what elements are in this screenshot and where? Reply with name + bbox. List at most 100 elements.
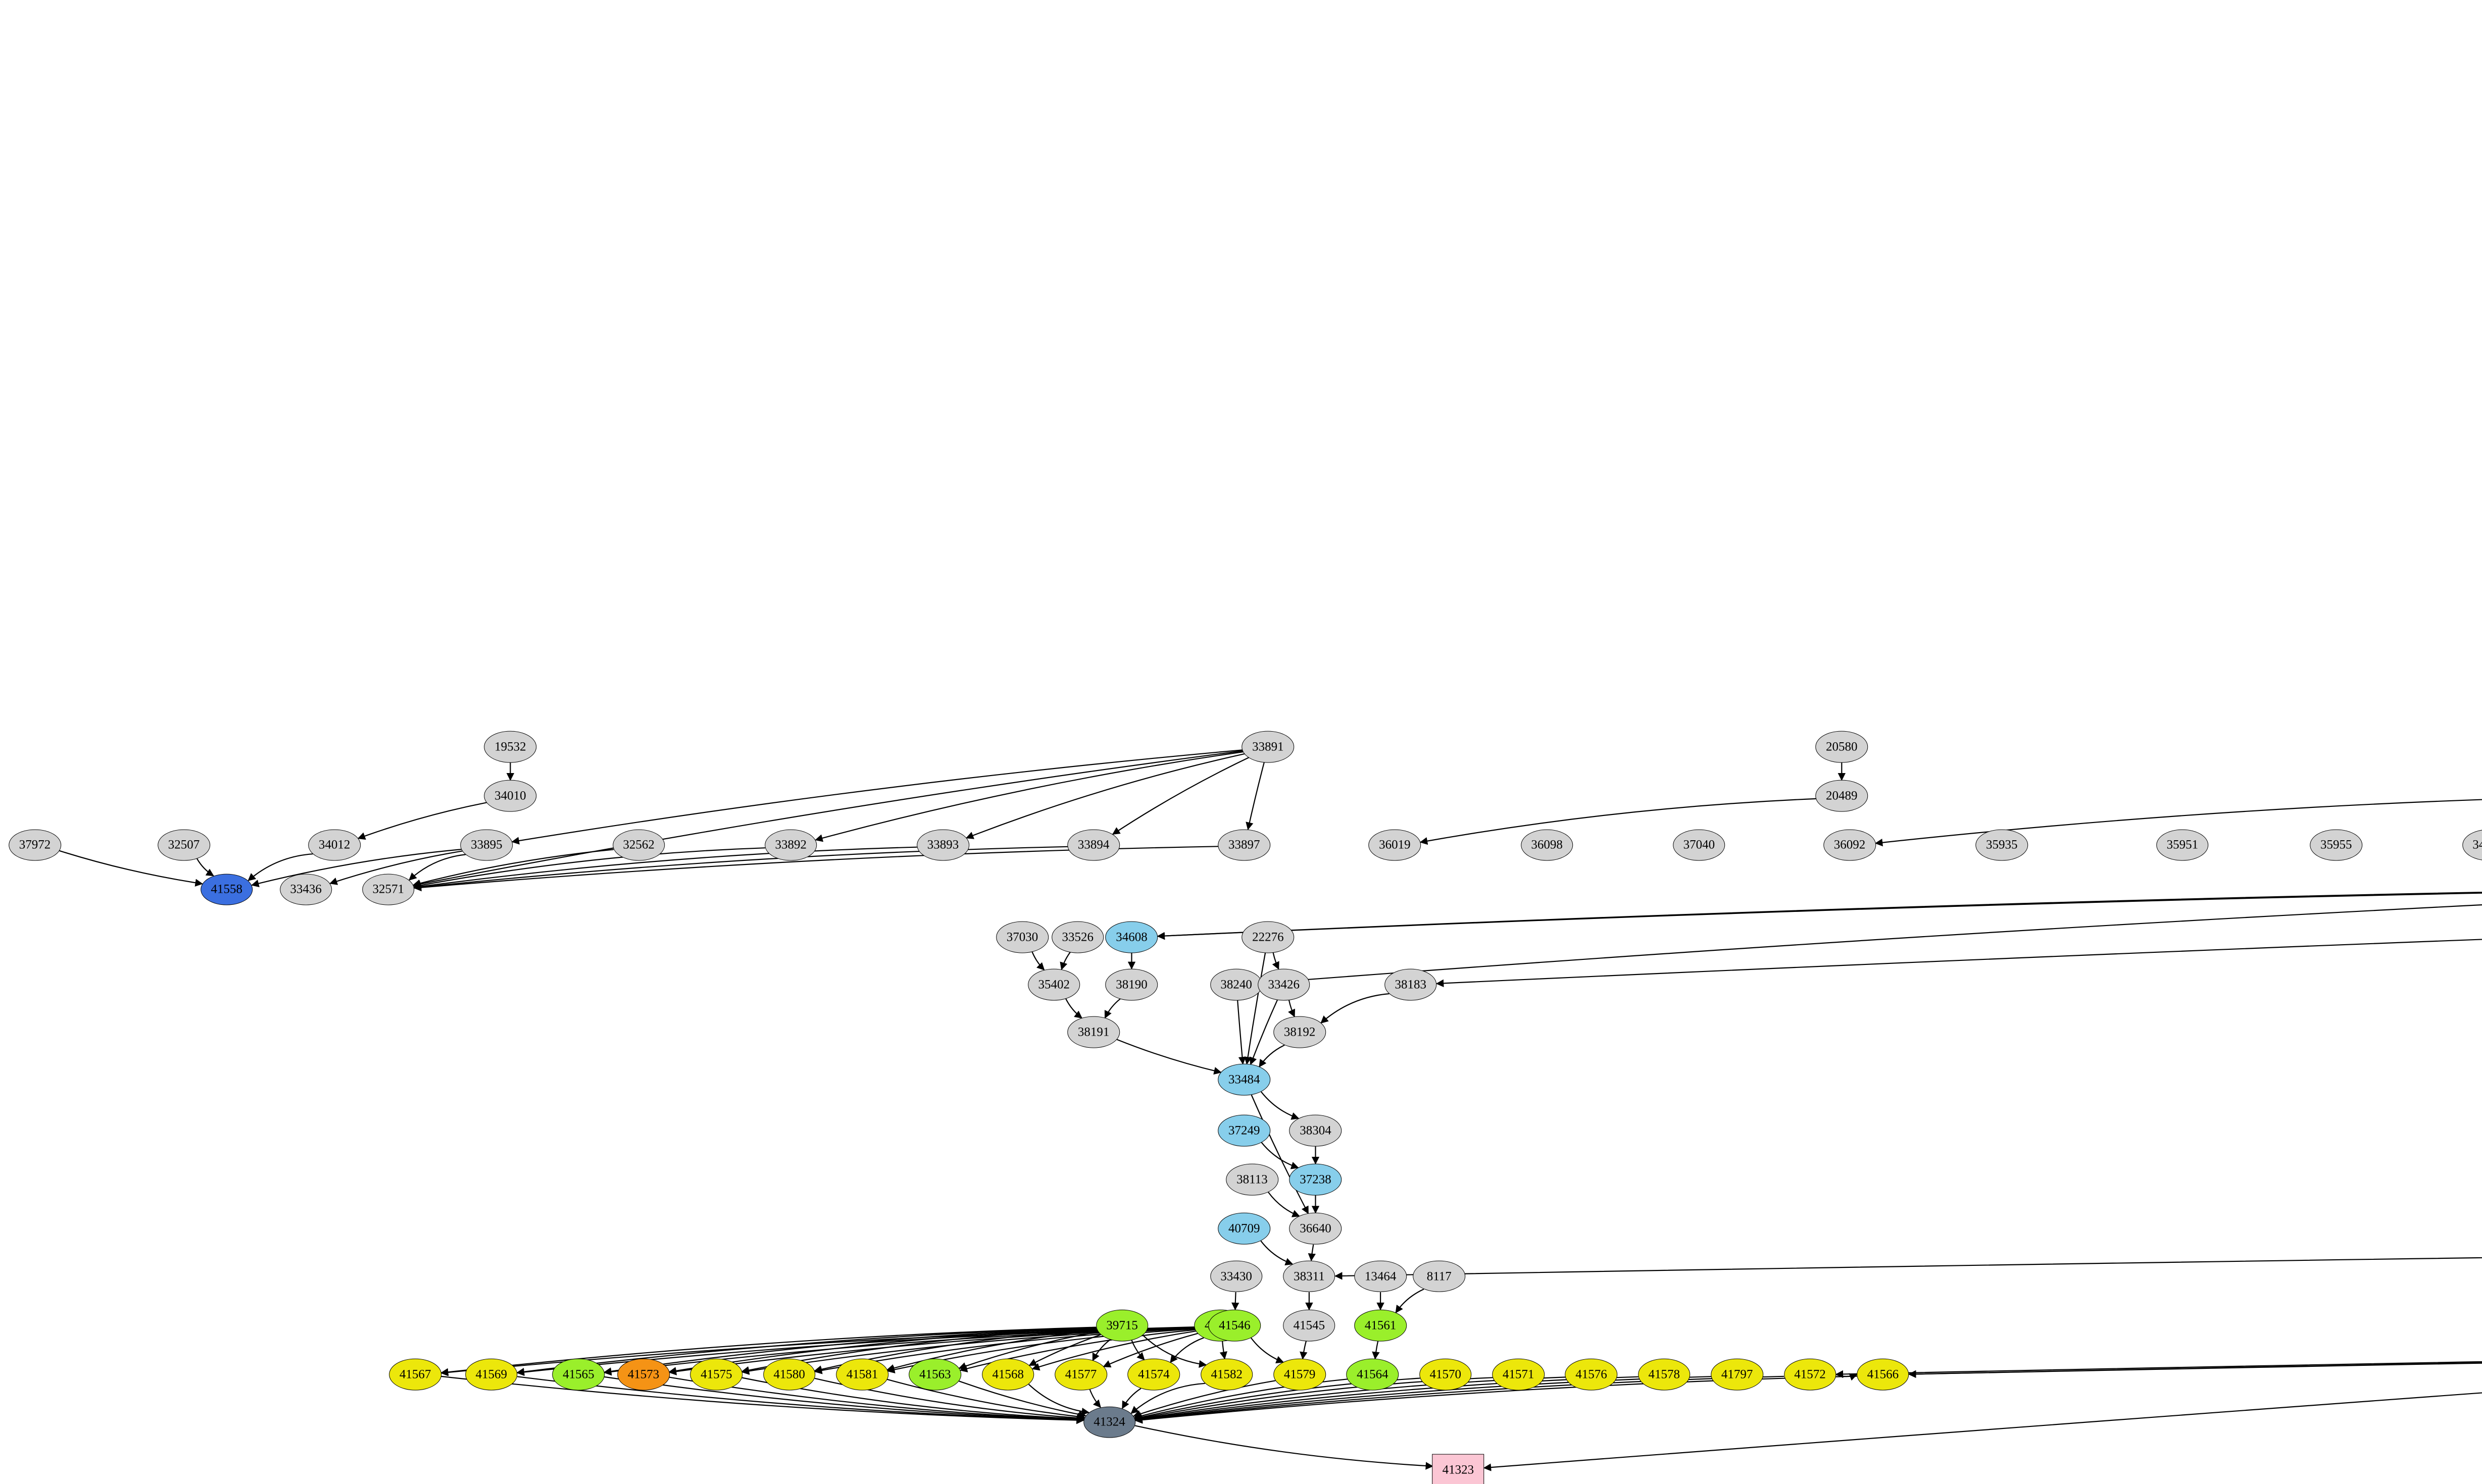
graph-node[interactable]: 34012 (308, 829, 361, 861)
graph-node[interactable]: 35402 (1027, 968, 1080, 1001)
graph-edge (1320, 993, 1389, 1024)
graph-node[interactable]: 35951 (2156, 829, 2209, 861)
graph-node[interactable]: 8117 (1413, 1260, 1466, 1293)
graph-node[interactable]: 41578 (1638, 1358, 1691, 1391)
node-label: 35935 (1985, 838, 2018, 852)
graph-node[interactable]: 41564 (1346, 1358, 1399, 1391)
graph-node[interactable]: 38191 (1067, 1016, 1120, 1048)
graph-node[interactable]: 33894 (1067, 829, 1120, 861)
graph-edge (1308, 1244, 1316, 1261)
node-label: 41568 (992, 1367, 1024, 1381)
graph-edge (1250, 1337, 1284, 1363)
graph-node[interactable]: 38192 (1273, 1016, 1326, 1048)
graph-node[interactable]: 34426 (2462, 829, 2482, 861)
graph-node[interactable]: 20489 (1815, 780, 1868, 812)
graph-node[interactable]: 33436 (279, 874, 332, 905)
graph-node[interactable]: 41546 (1208, 1309, 1261, 1342)
graph-node[interactable]: 41324 (1083, 1406, 1136, 1438)
graph-edge (1300, 1341, 1308, 1360)
graph-node[interactable]: 41569 (465, 1358, 518, 1391)
graph-node[interactable]: 20580 (1815, 731, 1868, 763)
graph-node[interactable]: 41575 (690, 1358, 743, 1391)
graph-node[interactable]: 41561 (1354, 1309, 1407, 1342)
node-label: 39715 (1106, 1318, 1138, 1333)
graph-node[interactable]: 33891 (1242, 731, 1295, 763)
graph-node[interactable]: 41545 (1283, 1309, 1335, 1342)
node-label: 41579 (1283, 1367, 1316, 1381)
graph-node[interactable]: 37249 (1218, 1114, 1271, 1147)
graph-node[interactable]: 13464 (1354, 1260, 1407, 1293)
graph-node[interactable]: 41323 (1432, 1454, 1484, 1484)
graph-node[interactable]: 38240 (1210, 968, 1263, 1001)
graph-node[interactable]: 37030 (996, 921, 1049, 953)
graph-node[interactable]: 41566 (1857, 1358, 1909, 1391)
graph-node[interactable]: 41577 (1055, 1358, 1107, 1391)
graph-node[interactable]: 33893 (917, 829, 969, 861)
graph-node[interactable]: 41558 (200, 874, 253, 905)
graph-node[interactable]: 37972 (9, 829, 61, 861)
graph-node[interactable]: 33895 (460, 829, 513, 861)
graph-node[interactable]: 37238 (1289, 1163, 1342, 1196)
graph-node[interactable]: 41580 (763, 1358, 816, 1391)
graph-node[interactable]: 40709 (1218, 1213, 1271, 1245)
node-label: 38191 (1077, 1025, 1110, 1039)
node-label: 33897 (1228, 838, 1260, 852)
graph-edge (1104, 998, 1121, 1019)
graph-node[interactable]: 41581 (836, 1358, 888, 1391)
graph-node[interactable]: 38311 (1283, 1260, 1335, 1293)
graph-node[interactable]: 37040 (1673, 829, 1725, 861)
graph-node[interactable]: 38190 (1105, 968, 1158, 1001)
graph-node[interactable]: 32571 (362, 874, 415, 905)
node-label: 41581 (846, 1367, 878, 1381)
graph-node[interactable]: 34010 (484, 780, 537, 812)
graph-node[interactable]: 41574 (1127, 1358, 1180, 1391)
graph-node[interactable]: 33484 (1218, 1063, 1271, 1096)
graph-node[interactable]: 35955 (2310, 829, 2363, 861)
graph-node[interactable]: 33426 (1257, 968, 1310, 1001)
graph-edge (1116, 1039, 1222, 1075)
node-label: 34012 (318, 838, 351, 852)
graph-edge (965, 753, 1245, 839)
graph-edge (1435, 939, 2482, 988)
graph-node[interactable]: 41563 (909, 1358, 962, 1391)
graph-edge (1031, 951, 1045, 970)
graph-edge (1134, 1425, 1433, 1470)
graph-node[interactable]: 19532 (484, 731, 537, 763)
graph-node[interactable]: 41571 (1492, 1358, 1545, 1391)
graph-node[interactable]: 33430 (1210, 1260, 1263, 1293)
graph-node[interactable]: 41572 (1783, 1358, 1836, 1391)
graph-edge (1089, 1389, 1101, 1408)
graph-node[interactable]: 38113 (1226, 1163, 1278, 1196)
graph-node[interactable]: 36019 (1368, 829, 1421, 861)
graph-node[interactable]: 41565 (552, 1358, 605, 1391)
graph-node[interactable]: 41797 (1711, 1358, 1763, 1391)
graph-node[interactable]: 32562 (612, 829, 665, 861)
graph-node[interactable]: 36098 (1520, 829, 1573, 861)
graph-node[interactable]: 32507 (158, 829, 210, 861)
graph-node[interactable]: 33526 (1052, 921, 1104, 953)
graph-node[interactable]: 41573 (617, 1358, 670, 1391)
graph-edge (1288, 1000, 1296, 1017)
graph-edge (815, 751, 1244, 842)
graph-node[interactable]: 35935 (1975, 829, 2028, 861)
graph-node[interactable]: 41570 (1419, 1358, 1472, 1391)
graph-node[interactable]: 38183 (1384, 968, 1437, 1001)
graph-node[interactable]: 34608 (1105, 921, 1158, 953)
node-label: 41545 (1293, 1318, 1325, 1333)
graph-node[interactable]: 33892 (765, 829, 817, 861)
graph-node[interactable]: 38304 (1289, 1114, 1342, 1147)
graph-node[interactable]: 33897 (1218, 829, 1271, 861)
graph-node[interactable]: 36092 (1823, 829, 1876, 861)
node-label: 41569 (475, 1367, 507, 1381)
node-label: 32507 (168, 838, 200, 852)
graph-node[interactable]: 41576 (1565, 1358, 1618, 1391)
graph-node[interactable]: 36640 (1289, 1213, 1342, 1245)
graph-node[interactable]: 39715 (1096, 1309, 1149, 1342)
graph-node[interactable]: 41579 (1273, 1358, 1326, 1391)
graph-edge (413, 849, 614, 887)
graph-node[interactable]: 41567 (389, 1358, 441, 1391)
node-label: 8117 (1426, 1269, 1452, 1284)
graph-node[interactable]: 41582 (1200, 1358, 1253, 1391)
graph-node[interactable]: 22276 (1242, 921, 1295, 953)
graph-node[interactable]: 41568 (981, 1358, 1034, 1391)
